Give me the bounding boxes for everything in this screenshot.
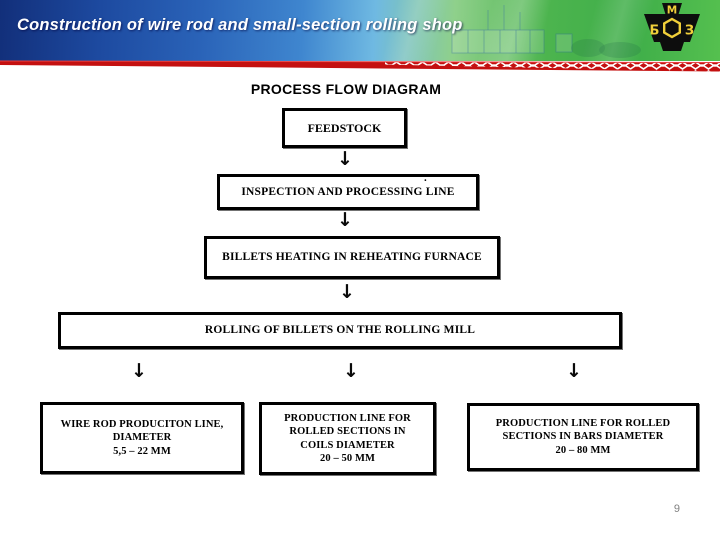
flow-box-rolling: ROLLING OF BILLETS ON THE ROLLING MILL bbox=[58, 312, 622, 349]
logo-letter-m: М bbox=[667, 5, 677, 17]
flow-box-bars-line: PRODUCTION LINE FOR ROLLED SECTIONS IN B… bbox=[467, 403, 699, 471]
down-arrow-icon: ↓ bbox=[131, 360, 147, 382]
down-arrow-icon: ↓ bbox=[339, 281, 355, 303]
flow-box-inspection: INSPECTION AND PROCESSING LINE bbox=[217, 174, 479, 210]
down-arrow-icon: ↓ bbox=[337, 209, 353, 231]
header-banner: Construction of wire rod and small-secti… bbox=[0, 0, 720, 61]
slide-title: Construction of wire rod and small-secti… bbox=[17, 16, 463, 34]
flow-box-feedstock: FEEDSTOCK bbox=[282, 108, 407, 148]
header-light-rays bbox=[0, 0, 720, 61]
logo-letter-z: З bbox=[685, 24, 694, 39]
diagram-title: PROCESS FLOW DIAGRAM bbox=[250, 81, 442, 97]
flow-box-coils-line: PRODUCTION LINE FOR ROLLED SECTIONS IN C… bbox=[259, 402, 436, 475]
down-arrow-icon: ↓ bbox=[566, 360, 582, 382]
page-number: 9 bbox=[673, 503, 680, 515]
stray-period: . bbox=[424, 172, 427, 184]
flow-box-wire-rod-line: WIRE ROD PRODUCITON LINE, DIAMETER 5,5 –… bbox=[40, 402, 244, 474]
logo-letter-b: Б bbox=[650, 24, 660, 39]
ornament-stripe bbox=[0, 60, 720, 72]
flow-box-heating: BILLETS HEATING IN REHEATING FURNACE bbox=[204, 236, 500, 279]
bmz-logo: М Б З bbox=[644, 3, 700, 51]
factory-sketch-art bbox=[451, 5, 641, 58]
down-arrow-icon: ↓ bbox=[343, 360, 359, 382]
down-arrow-icon: ↓ bbox=[337, 148, 353, 170]
